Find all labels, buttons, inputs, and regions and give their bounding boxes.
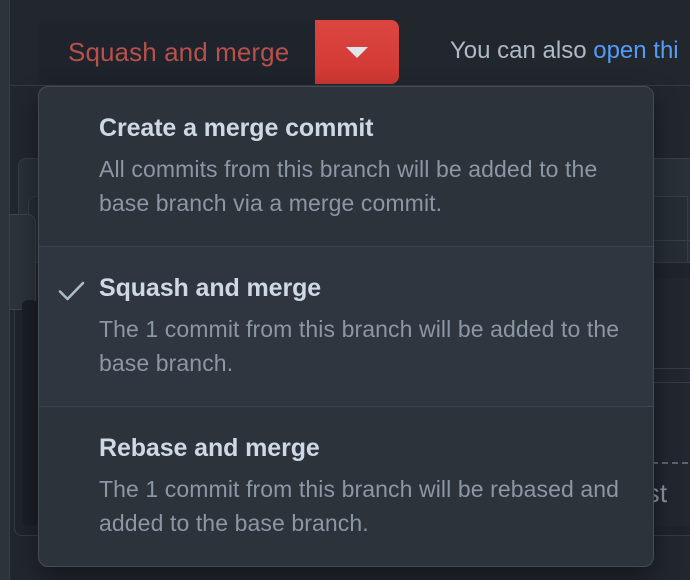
check-icon <box>58 281 85 301</box>
background-left-rail <box>0 0 10 580</box>
menu-item-text: Rebase and merge The 1 commit from this … <box>99 433 631 540</box>
menu-item-text: Squash and merge The 1 commit from this … <box>99 273 631 380</box>
merge-split-button[interactable]: Squash and merge <box>38 20 400 84</box>
check-slot <box>57 273 99 303</box>
menu-item-title: Rebase and merge <box>99 434 320 463</box>
menu-item-rebase-and-merge[interactable]: Rebase and merge The 1 commit from this … <box>39 407 653 566</box>
merge-side-note: You can also open thi <box>450 37 679 65</box>
squash-and-merge-button[interactable]: Squash and merge <box>38 20 316 84</box>
chevron-down-icon <box>346 46 369 58</box>
menu-item-squash-and-merge[interactable]: Squash and merge The 1 commit from this … <box>39 247 653 408</box>
menu-item-title: Squash and merge <box>99 274 322 303</box>
menu-item-description: All commits from this branch will be add… <box>99 156 598 217</box>
menu-item-title: Create a merge commit <box>99 114 374 142</box>
menu-item-description: The 1 commit from this branch will be ad… <box>99 316 620 377</box>
merge-dropdown-toggle-button[interactable] <box>315 20 400 84</box>
check-slot <box>57 433 99 439</box>
menu-item-create-merge-commit[interactable]: Create a merge commit All commits from t… <box>39 87 653 248</box>
open-this-link[interactable]: open thi <box>593 37 679 64</box>
menu-item-description: The 1 commit from this branch will be re… <box>99 476 620 537</box>
check-slot <box>57 113 99 119</box>
menu-item-text: Create a merge commit All commits from t… <box>99 113 631 220</box>
merge-side-note-prefix: You can also <box>450 37 594 64</box>
merge-method-menu[interactable]: Create a merge commit All commits from t… <box>38 86 654 568</box>
background-timeline-rail <box>22 300 38 526</box>
